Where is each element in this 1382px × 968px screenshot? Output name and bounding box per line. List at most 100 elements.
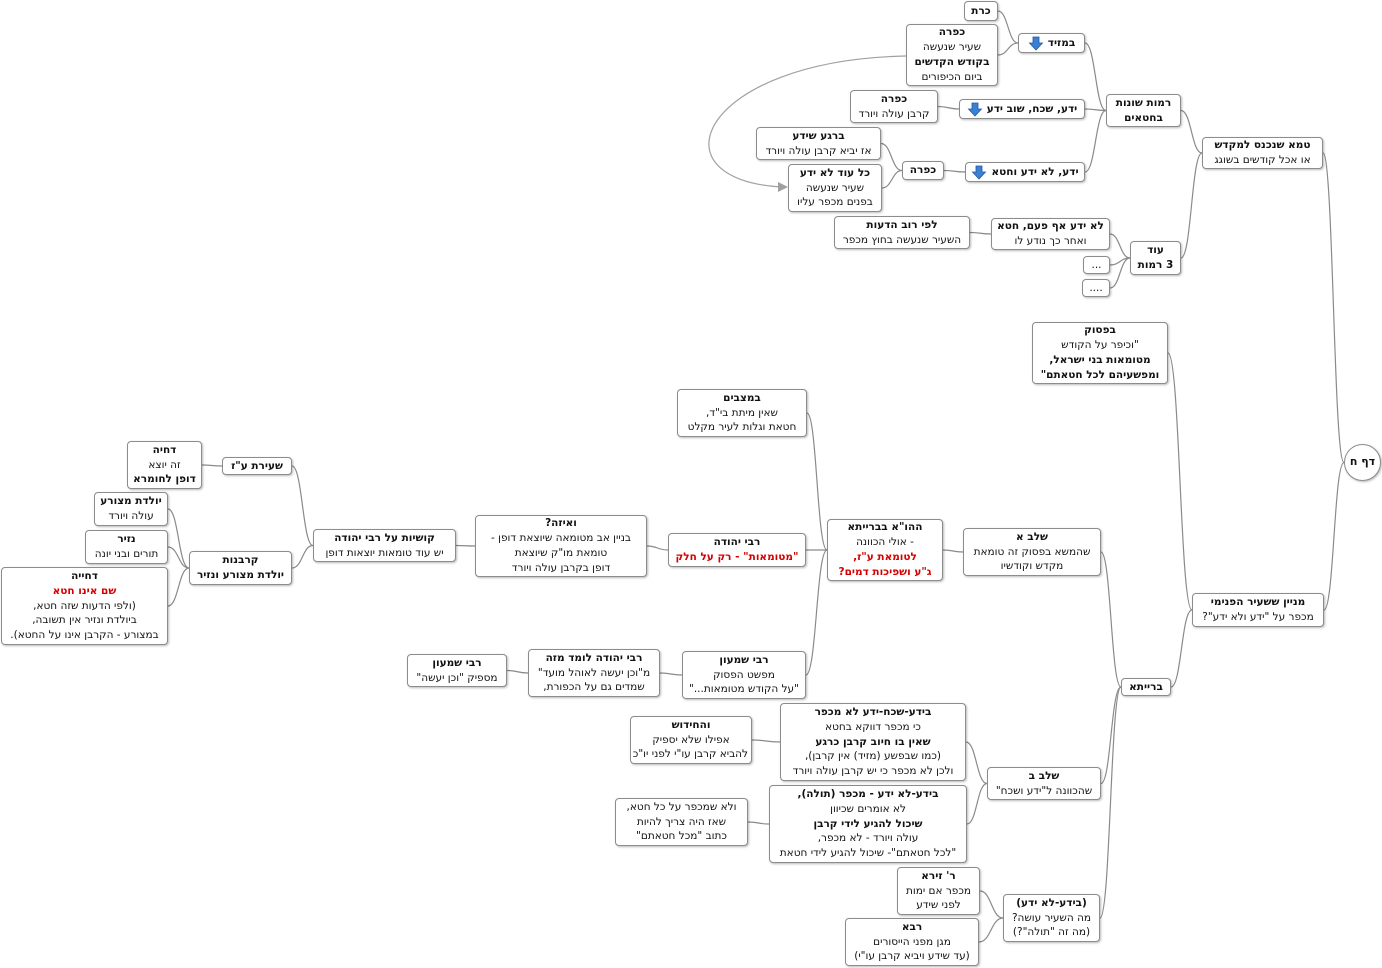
edge-connector — [646, 545, 669, 551]
node-bemezid[interactable]: במזיד — [1018, 33, 1085, 53]
down-arrow-icon — [1028, 36, 1044, 51]
edge-connector — [1170, 609, 1193, 688]
down-arrow-icon — [971, 165, 987, 180]
node-text-line: דופן לחומרא — [133, 473, 196, 486]
edge-connector — [1084, 109, 1107, 173]
edge-connector — [167, 546, 190, 569]
node-brayta[interactable]: ברייתא — [1121, 678, 1171, 696]
edge-connector — [167, 508, 190, 569]
node-text-line: מטומאות בני ישראל, — [1049, 354, 1151, 366]
edge-connector — [506, 669, 529, 674]
node-text-line: (בידע-לא ידע) — [1016, 896, 1087, 909]
node-ellipsis-2[interactable]: .... — [1082, 279, 1110, 297]
node-text-line: טומאת מו"ק שיוצאת — [514, 547, 608, 559]
node-text-line: .... — [1089, 281, 1103, 294]
edge-connector — [659, 672, 683, 676]
node-text-line: אז יביא קרבן עולה ויורד — [765, 144, 872, 157]
node-beregga-sheyada[interactable]: ברגע שידע אז יביא קרבן עולה ויורד — [756, 127, 881, 160]
edge-connector — [943, 169, 966, 173]
edge-connector — [1084, 108, 1107, 112]
node-kapara[interactable]: כפרה — [902, 161, 944, 180]
node-text-line: לטומאת ע"ז, — [853, 551, 917, 563]
node-text-line: רבי יהודה — [713, 536, 761, 549]
node-text-line: ומפשעיהם לכל חטאתם" — [1040, 368, 1160, 381]
node-text-line: לפי רוב הדעות — [866, 218, 938, 231]
node-text-line: קרבנות — [222, 554, 259, 567]
node-seirat-az[interactable]: שעירת ע"ז — [222, 457, 292, 475]
node-text-line: לא ידע אף פעם, חטא — [997, 220, 1104, 233]
node-text-line: כפרה — [909, 164, 937, 177]
node-yada-lo-yada[interactable]: ידע, לא ידע וחטא — [965, 162, 1085, 182]
node-lefi-rov-hadeot[interactable]: לפי רוב הדעות השעיר שנעשה בחוץ מכפר — [834, 216, 970, 249]
edge-connector — [979, 890, 1004, 919]
node-text-line: בידע-לא ידע - מכפר (תולה), — [797, 788, 939, 800]
edge-connector — [1109, 257, 1131, 289]
root-node-daf-chet[interactable]: דף ח — [1344, 444, 1381, 481]
node-karet[interactable]: כרת — [964, 1, 998, 21]
node-text-line: שעיר שנעשה — [805, 181, 865, 194]
arrow-head-icon — [778, 182, 788, 192]
node-text-line: השעיר שנעשה בחוץ מכפר — [842, 233, 962, 246]
node-yada-shachach[interactable]: ידע, שכח, שוב ידע — [959, 99, 1085, 119]
node-text-line: נזיר — [117, 533, 136, 546]
node-text-line: ברגע שידע — [792, 129, 845, 142]
node-text-line: מגן מפני הייסורים — [873, 935, 951, 948]
edge-connector — [805, 549, 828, 676]
node-text-line: בפנים מכפר עליו — [797, 196, 873, 209]
node-text-line: ידע, שכח, שוב ידע — [986, 102, 1078, 115]
node-text-line: שמדים גם על הכפורת, — [543, 681, 645, 694]
node-rabi-yehuda[interactable]: רבי יהודה"מטומאות" - רק על חלק — [668, 533, 806, 567]
node-text-line: קרבן עולה ויורד — [858, 107, 930, 120]
node-korbanot[interactable]: קרבנות יולדת מצורע ונזיר — [189, 551, 292, 585]
edge-connector — [969, 231, 992, 235]
node-text-line: מספיק "וכן יעשה" — [416, 671, 498, 684]
edge-connector — [291, 544, 314, 569]
node-beyadu-lo-yada[interactable]: (בידע-לא ידע)מה השעיר עושה?(מה זה "תולה"… — [1003, 894, 1100, 942]
node-text-line: ברייתא — [1129, 680, 1163, 693]
node-text-line: והחידוש — [671, 718, 711, 731]
node-text-line: כרת — [971, 4, 991, 17]
node-beyadu-lo-mechaper[interactable]: בידע-לא ידע - מכפר (תולה),לא אומרים שכיו… — [769, 785, 967, 863]
down-arrow-icon — [967, 102, 983, 117]
edge-connector — [942, 549, 964, 553]
node-text-line: ביום הכיפורים — [921, 70, 983, 83]
edge-connector — [1180, 152, 1203, 259]
node-veeize[interactable]: ואיזה?בניין אב מטומאה שיוצאת דופן -טומאת… — [475, 515, 647, 577]
node-text-line: מכפר אם ימות — [905, 884, 972, 897]
node-ellipsis-1[interactable]: ... — [1083, 256, 1110, 274]
node-text-line: רבי יהודה לומד מזה — [545, 651, 643, 664]
node-text-line: שעירת ע"ז — [231, 459, 283, 472]
edge-connector — [1084, 42, 1107, 112]
node-text-line: עולה ויורד — [108, 510, 154, 522]
edge-connector — [966, 782, 988, 825]
node-text-line: יולדת מצורע ונזיר — [196, 569, 285, 581]
node-text-line: ביולדת ונזיר אין תשובה, — [32, 614, 137, 627]
edge-connector — [751, 739, 781, 743]
